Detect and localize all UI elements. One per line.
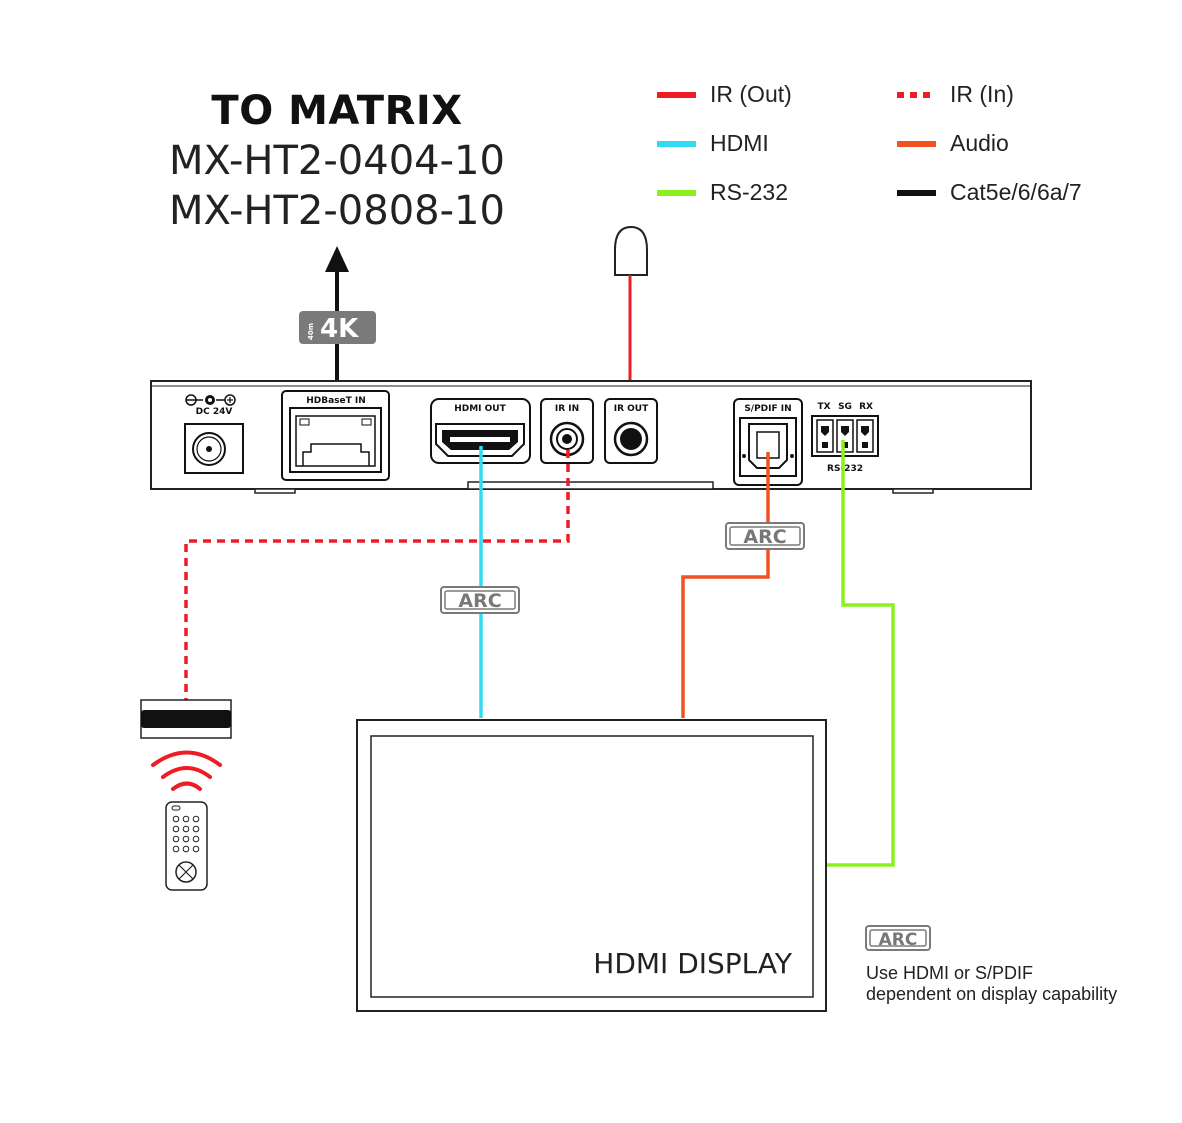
arrow-up-icon — [325, 246, 349, 272]
arc-badge: ARC — [865, 925, 931, 951]
extender-device: DC 24V HDBaseT IN HDMI OUT IR — [150, 380, 1032, 494]
ir-emitter-icon — [614, 225, 648, 276]
legend-label: Cat5e/6/6a/7 — [950, 179, 1082, 205]
rs232-cable — [827, 440, 895, 867]
note-line: Use HDMI or S/PDIF — [866, 963, 1033, 983]
port-label: TX — [817, 402, 830, 412]
arc-badge-label: ARC — [743, 526, 786, 548]
hdmi-display: HDMI DISPLAY — [356, 719, 827, 1012]
hdbaset-in-port[interactable]: HDBaseT IN — [281, 390, 390, 481]
dc-polarity-icon — [185, 394, 236, 406]
legend: IR (Out) IR (In) HDMI Audio RS-232 Cat5e… — [657, 81, 1082, 205]
port-label: DC 24V — [196, 407, 233, 417]
port-label: IR IN — [555, 404, 579, 414]
arc-note: ARC Use HDMI or S/PDIF dependent on disp… — [865, 925, 1117, 1004]
remote-control-icon — [165, 801, 208, 891]
ir-signal-icon — [151, 750, 222, 791]
port-label: RS-232 — [827, 464, 863, 474]
ir-out-port[interactable]: IR OUT — [604, 398, 658, 464]
port-label: RX — [859, 402, 873, 412]
ir-receiver-icon — [140, 699, 232, 739]
range-badge-small: 40m — [307, 323, 315, 340]
dc-power-port[interactable]: DC 24V — [184, 394, 244, 474]
note-line: dependent on display capability — [866, 984, 1117, 1004]
audio-cable — [681, 452, 770, 718]
legend-label: HDMI — [710, 130, 769, 156]
hdmi-out-port[interactable]: HDMI OUT — [430, 398, 531, 464]
arc-badge: ARC — [725, 522, 805, 550]
legend-label: IR (Out) — [710, 81, 792, 107]
model-name: MX-HT2-0808-10 — [169, 188, 505, 234]
rs232-port[interactable]: TX SG RX RS-232 — [811, 402, 879, 474]
legend-label: RS-232 — [710, 179, 788, 205]
ir-in-cable — [184, 450, 570, 700]
range-badge: 40m 4K — [299, 311, 376, 344]
range-badge-label: 4K — [320, 314, 359, 344]
ir-in-port[interactable]: IR IN — [540, 398, 594, 464]
arc-badge-label: ARC — [879, 930, 918, 950]
port-label: SG — [838, 402, 852, 412]
arc-badge-label: ARC — [458, 590, 501, 612]
diagram-title: TO MATRIX — [211, 88, 462, 134]
port-label: HDBaseT IN — [306, 396, 366, 406]
legend-label: Audio — [950, 130, 1009, 156]
port-label: HDMI OUT — [454, 404, 506, 414]
port-label: S/PDIF IN — [744, 404, 791, 414]
legend-label: IR (In) — [950, 81, 1014, 107]
port-label: IR OUT — [614, 404, 649, 414]
model-name: MX-HT2-0404-10 — [169, 138, 505, 184]
display-label: HDMI DISPLAY — [593, 947, 793, 980]
arc-badge: ARC — [440, 586, 520, 614]
